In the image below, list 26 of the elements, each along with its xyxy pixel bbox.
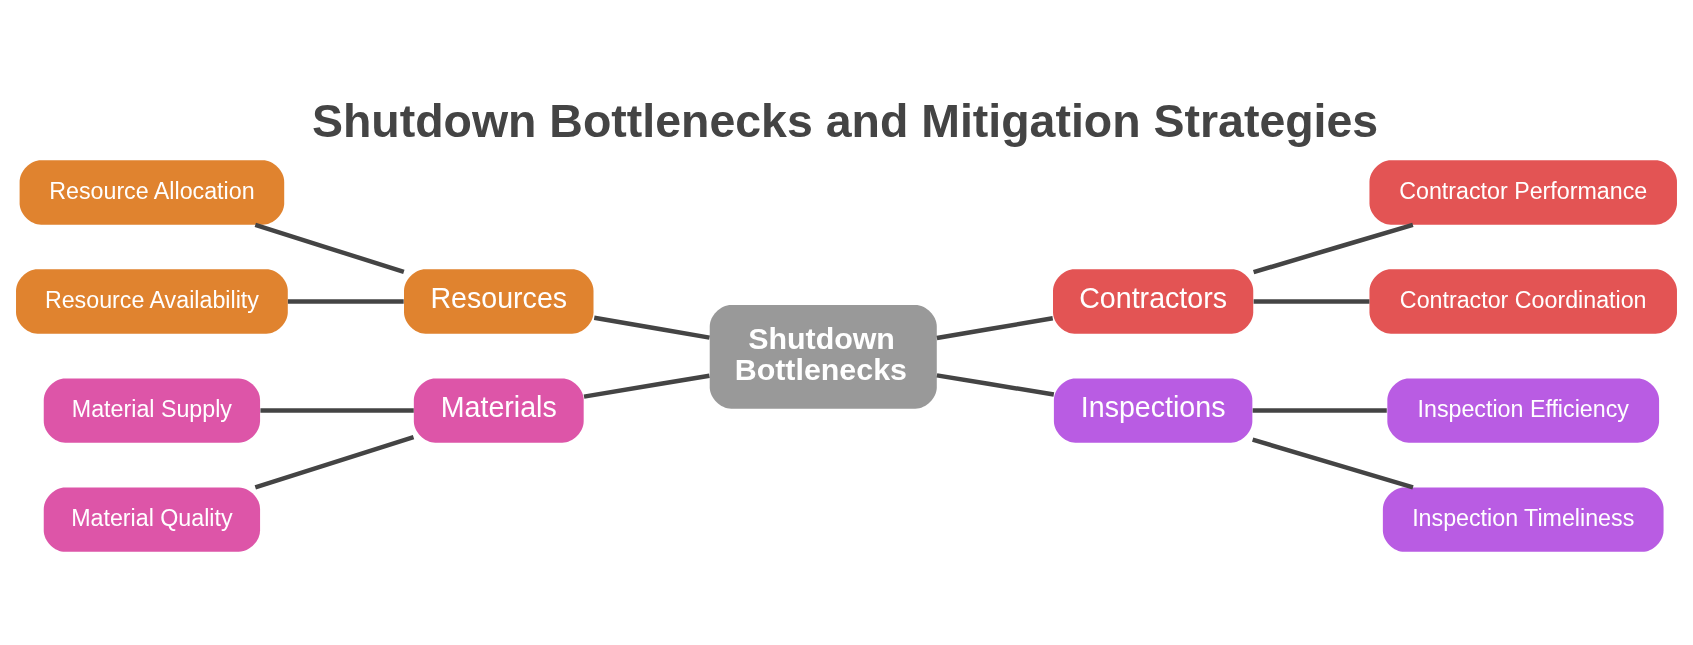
connector (936, 315, 1054, 340)
node-box: Inspections (1053, 377, 1253, 443)
connector (1252, 407, 1387, 413)
connector (254, 434, 415, 490)
node-box: Material Supply (43, 377, 261, 443)
node-box: Material Quality (43, 487, 261, 552)
connector (1252, 437, 1414, 490)
node-box: Inspection Timeliness (1382, 487, 1664, 552)
diagram-title: Shutdown Bottlenecks and Mitigation Strategies (311, 94, 1379, 147)
connector (254, 222, 405, 274)
connector (1253, 298, 1370, 304)
connector (1252, 222, 1414, 274)
connector (260, 407, 414, 413)
node-box: Inspection Efficiency (1387, 377, 1660, 443)
connector (583, 373, 710, 399)
node-box: Contractor Coordination (1369, 268, 1677, 334)
node-box: Resources (404, 268, 594, 334)
node-box: Contractor Performance (1369, 159, 1677, 225)
connector (593, 315, 710, 340)
node-box: Contractors (1053, 268, 1254, 334)
connector (936, 372, 1055, 397)
node-box: Resource Allocation (19, 159, 285, 225)
node-box: Materials (413, 377, 584, 443)
connector (287, 298, 404, 304)
node-box: Resource Availability (16, 268, 288, 334)
node-box: Shutdown Bottlenecks (709, 304, 937, 409)
